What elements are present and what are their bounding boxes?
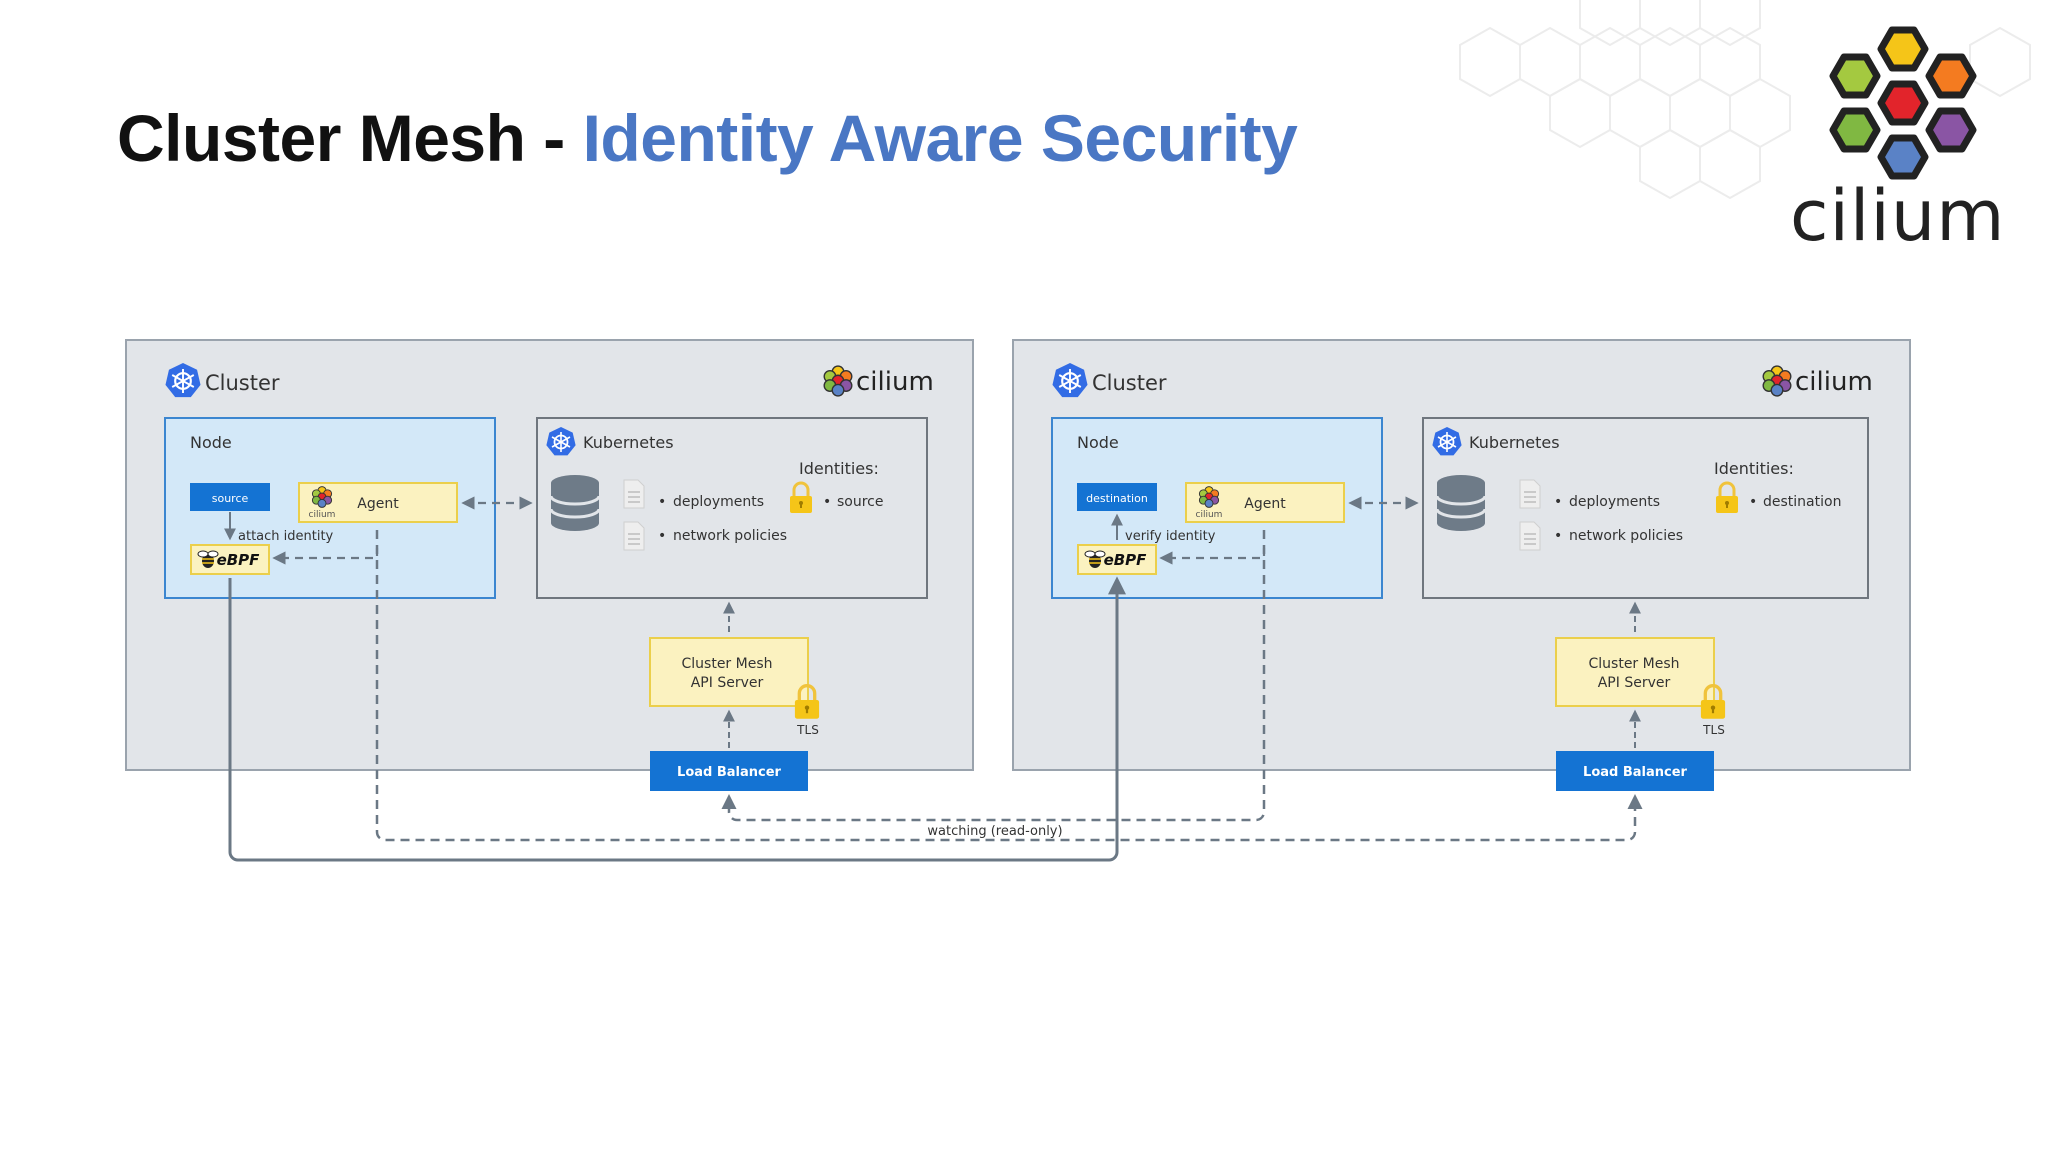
left-resource-bullet-1: • — [658, 494, 666, 510]
right-kubernetes-box — [1422, 417, 1869, 599]
left-pod-source — [190, 483, 270, 511]
right-resource-bullet-2: • — [1554, 528, 1562, 544]
right-identity-bullet: • — [1749, 494, 1757, 510]
left-api-server-line2: API Server — [691, 675, 764, 691]
left-cilium-small-icon — [823, 365, 853, 397]
left-resource-2: network policies — [673, 528, 787, 544]
slide-title: Cluster Mesh - Identity Aware Security — [117, 100, 1298, 176]
right-node-label: Node — [1077, 433, 1119, 452]
left-tls-label: TLS — [796, 723, 819, 737]
left-api-server-line1: Cluster Mesh — [682, 656, 773, 672]
left-identity-action: attach identity — [238, 529, 334, 544]
left-identity-value: source — [837, 494, 884, 510]
right-tls-label: TLS — [1702, 723, 1725, 737]
right-cilium-small-icon — [1762, 365, 1792, 397]
right-kubernetes-label: Kubernetes — [1469, 433, 1560, 452]
right-agent-cilium-icon — [1198, 486, 1220, 508]
left-agent-logo-label: cilium — [309, 510, 336, 520]
datapath-ebpf-to-ebpf-line — [228, 576, 1126, 862]
left-ebpf-label: eBPF — [217, 551, 261, 569]
title-accent: Identity Aware Security — [582, 101, 1298, 175]
left-cluster-label: Cluster — [205, 371, 280, 395]
right-ebpf-label: eBPF — [1104, 551, 1148, 569]
title-main: Cluster Mesh - — [117, 101, 583, 175]
right-api-server-line1: Cluster Mesh — [1589, 656, 1680, 672]
left-kubernetes-label: Kubernetes — [583, 433, 674, 452]
left-pod-label: source — [212, 492, 249, 505]
right-doc-icon-1 — [1519, 479, 1541, 509]
left-identity-bullet: • — [823, 494, 831, 510]
right-resource-2: network policies — [1569, 528, 1683, 544]
right-load-balancer-button — [1556, 751, 1714, 791]
left-database-icon — [549, 473, 601, 533]
right-identity-value: destination — [1763, 494, 1841, 510]
left-agent-watch-right-lb-line — [375, 530, 1643, 842]
cilium-brand-name: cilium — [1790, 175, 2006, 257]
right-agent-logo-label: cilium — [1196, 510, 1223, 520]
left-node-label: Node — [190, 433, 232, 452]
right-cluster-label: Cluster — [1092, 371, 1167, 395]
right-load-balancer-label: Load Balancer — [1583, 765, 1688, 780]
left-load-balancer-button — [650, 751, 808, 791]
right-pod-label: destination — [1086, 492, 1148, 505]
left-kubernetes-box — [536, 417, 928, 599]
left-api-server-box — [649, 637, 809, 707]
left-load-balancer-label: Load Balancer — [677, 765, 782, 780]
left-agent-cilium-icon — [311, 486, 333, 508]
left-doc-icon-1 — [623, 479, 645, 509]
left-identities-heading: Identities: — [799, 459, 879, 478]
right-pod-destination — [1077, 483, 1157, 511]
left-resource-bullet-2: • — [658, 528, 666, 544]
cilium-logo-icon — [1829, 26, 1977, 180]
right-api-server-line2: API Server — [1598, 675, 1671, 691]
right-resource-1: deployments — [1569, 494, 1660, 510]
right-agent-label: Agent — [1244, 496, 1286, 512]
right-identity-action: verify identity — [1125, 529, 1216, 544]
right-identities-heading: Identities: — [1714, 459, 1794, 478]
left-resource-1: deployments — [673, 494, 764, 510]
left-agent-label: Agent — [357, 496, 399, 512]
left-cilium-brand-label: cilium — [856, 367, 934, 397]
right-api-server-box — [1555, 637, 1715, 707]
left-doc-icon-2 — [623, 521, 645, 551]
right-doc-icon-2 — [1519, 521, 1541, 551]
right-database-icon — [1435, 473, 1487, 533]
right-resource-bullet-1: • — [1554, 494, 1562, 510]
connection-label: watching (read-only) — [927, 824, 1062, 839]
right-cilium-brand-label: cilium — [1795, 367, 1873, 397]
